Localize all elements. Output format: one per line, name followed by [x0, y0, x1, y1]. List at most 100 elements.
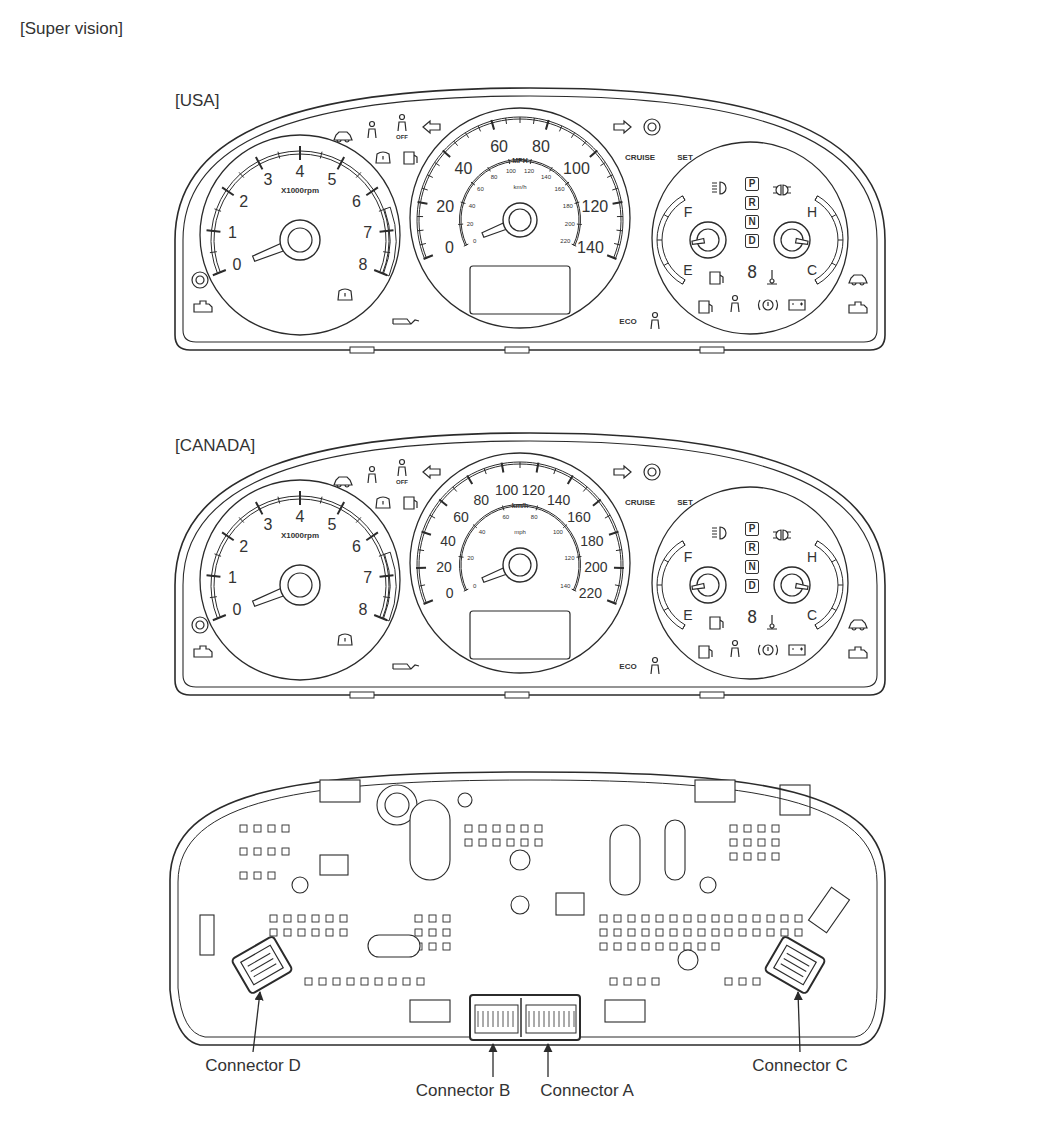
clip-tab [605, 1000, 645, 1022]
speed-subnumber: 40 [469, 203, 476, 209]
connector-shell [231, 936, 293, 995]
connector-pin [544, 1011, 545, 1027]
lamp-socket [795, 929, 802, 936]
minor-tick [278, 152, 280, 159]
lamp-socket [305, 978, 312, 985]
speed-subnumber: 100 [553, 529, 563, 535]
gauge-hub [280, 565, 320, 605]
scale-division [832, 215, 836, 218]
lamp-socket [730, 825, 737, 832]
warning-icon [712, 182, 726, 194]
lamp-socket [739, 929, 746, 936]
tach-number: 3 [264, 172, 273, 188]
tach-number: 1 [228, 225, 237, 241]
page-title: [Super vision] [20, 20, 123, 37]
temp-mark: C [807, 608, 817, 622]
lamp-socket [415, 915, 422, 922]
minor-tick [320, 152, 322, 159]
warning-icon [423, 121, 440, 133]
warning-icon [338, 634, 352, 645]
lamp-socket [507, 825, 514, 832]
speed-subnumber: 140 [560, 583, 570, 589]
minor-tick [612, 188, 618, 190]
minor-tick [370, 534, 376, 538]
warning-icon [398, 460, 406, 477]
speed-number: 180 [580, 534, 603, 548]
housing-tab [700, 347, 724, 353]
minor-tick [378, 616, 384, 619]
warning-icon [710, 617, 723, 629]
gauge-hub [503, 203, 537, 237]
warning-icon [393, 319, 419, 324]
lamp-socket [417, 978, 424, 985]
sub-scale [460, 160, 581, 246]
cluster-housing [175, 433, 885, 695]
warning-icon [789, 300, 805, 310]
lamp-socket [415, 929, 422, 936]
gear-letter: P [749, 524, 756, 534]
major-tick [607, 255, 616, 259]
warning-icon [759, 645, 778, 655]
minor-tick [378, 271, 384, 274]
temp-mark: H [807, 205, 817, 219]
indicator-text: CRUISE [625, 154, 655, 162]
lamp-socket [656, 943, 663, 950]
warning-icon [644, 119, 660, 135]
lamp-socket [772, 839, 779, 846]
minor-tick [502, 464, 503, 470]
temp-scale [815, 196, 843, 284]
indicator-text: ECO [619, 663, 636, 671]
lamp-socket [753, 915, 760, 922]
region-heading: [CANADA] [175, 437, 255, 454]
lamp-socket [758, 853, 765, 860]
lamp-socket [772, 825, 779, 832]
gear-indicator-box: R [745, 541, 759, 555]
indicator-text: ECO [619, 318, 636, 326]
major-tick [338, 502, 345, 514]
speed-needle [482, 568, 506, 583]
speed-subnumber: 60 [503, 514, 510, 520]
tach-needle [253, 588, 285, 606]
minor-tick [425, 601, 431, 603]
speed-number: 60 [490, 139, 508, 155]
lamp-socket [429, 915, 436, 922]
indicator-text: OFF [396, 134, 408, 140]
speed-number: 140 [547, 493, 570, 507]
connector-pin [508, 1011, 509, 1027]
lamp-socket [628, 943, 635, 950]
red-zone [383, 552, 396, 621]
warning-icon [789, 645, 805, 655]
lamp-socket [268, 872, 275, 879]
warning-icon [404, 152, 417, 164]
minor-tick [379, 554, 386, 556]
major-tick [338, 157, 345, 169]
lamp-socket [240, 848, 247, 855]
minor-tick [383, 596, 390, 598]
warning-icon [767, 270, 777, 284]
scale-division [815, 625, 818, 629]
minor-tick [425, 256, 431, 258]
fuel-needle [692, 239, 704, 245]
sub-tick [488, 167, 491, 171]
connector-face [774, 945, 816, 985]
speedometer-pod [410, 108, 630, 328]
lamp-socket [429, 943, 436, 950]
minor-tick [300, 149, 301, 156]
minor-tick [210, 596, 217, 598]
warning-icon [423, 466, 440, 478]
lamp-socket [642, 943, 649, 950]
speed-number: 60 [453, 510, 469, 524]
speed-unit: km/h [512, 502, 528, 509]
slot [410, 800, 450, 880]
warning-icon [393, 664, 419, 669]
lamp-socket [725, 929, 732, 936]
minor-tick [239, 517, 244, 522]
lamp-socket [628, 929, 635, 936]
major-tick [416, 567, 426, 569]
lamp-socket [254, 825, 261, 832]
sub-tick [577, 224, 582, 225]
major-tick [593, 499, 601, 505]
minor-tick [600, 162, 605, 165]
major-tick [207, 230, 221, 231]
rear-housing [170, 772, 885, 1045]
